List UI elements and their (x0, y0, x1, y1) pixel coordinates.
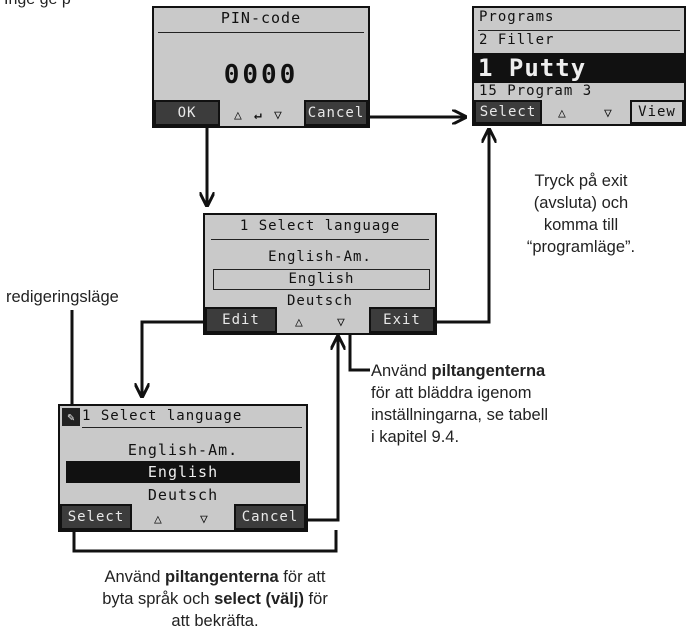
arrow-edit-to-edit-mode (142, 320, 205, 395)
ok-button[interactable]: OK (154, 100, 220, 126)
edit-language-item-selected[interactable]: English (66, 461, 300, 483)
arrow-cancel-back (305, 338, 338, 522)
pin-value[interactable]: 0000 (223, 60, 299, 90)
program-item-selected[interactable]: 1 Putty (474, 53, 684, 83)
arrow-up-icon[interactable]: △ (558, 106, 566, 121)
edit-title: 1 Select language (82, 408, 243, 424)
programs-title: Programs (479, 9, 555, 25)
edit-button[interactable]: Edit (205, 307, 277, 333)
language-item[interactable]: English-Am. (268, 249, 372, 265)
enter-icon[interactable]: ↵ (254, 108, 262, 123)
arrow-exit-to-programs (434, 131, 489, 324)
program-item[interactable]: 15 Program 3 (479, 83, 593, 99)
arrow-down-icon[interactable]: ▽ (337, 315, 345, 330)
select-button[interactable]: Select (474, 100, 542, 124)
bottom-note: Använd piltangenterna för att byta språk… (102, 568, 328, 630)
language-title: 1 Select language (239, 218, 401, 234)
arrow-up-icon[interactable]: △ (234, 108, 242, 123)
language-item[interactable]: Deutsch (286, 293, 353, 309)
exit-note: Tryck på exit (avsluta) och komma till “… (526, 172, 636, 256)
edit-language-item[interactable]: Deutsch (147, 486, 219, 504)
edit-mode-icon: ✎ (62, 408, 80, 426)
arrows-note: Använd piltangenterna för att bläddra ig… (371, 362, 549, 446)
cancel-button[interactable]: Cancel (304, 100, 368, 126)
select-button[interactable]: Select (60, 504, 132, 530)
pin-code-screen: PIN-code 0000 OK △ ↵ ▽ Cancel (152, 6, 370, 128)
arrow-down-icon[interactable]: ▽ (604, 106, 612, 121)
arrow-down-icon[interactable]: ▽ (200, 512, 208, 527)
language-screen: 1 Select language English-Am. English De… (203, 213, 437, 335)
programs-screen: Programs 2 Filler 1 Putty 15 Program 3 S… (472, 6, 686, 126)
arrows-note-pointer (348, 332, 370, 372)
pin-title: PIN-code (220, 9, 302, 27)
bottom-loop-line (72, 530, 338, 553)
edit-mode-screen: ✎ 1 Select language English-Am. English … (58, 404, 308, 532)
program-item[interactable]: 2 Filler (479, 32, 555, 48)
edit-language-item[interactable]: English-Am. (127, 441, 239, 459)
exit-button[interactable]: Exit (369, 307, 435, 333)
language-item-selected[interactable]: English (213, 269, 430, 290)
arrow-up-icon[interactable]: △ (295, 315, 303, 330)
cancel-button[interactable]: Cancel (234, 504, 306, 530)
arrow-up-icon[interactable]: △ (154, 512, 162, 527)
edit-mode-label: redigeringsläge (6, 288, 119, 306)
top-caption: Inge ge p (4, 0, 71, 11)
arrow-down-icon[interactable]: ▽ (274, 108, 282, 123)
view-button[interactable]: View (630, 100, 684, 124)
